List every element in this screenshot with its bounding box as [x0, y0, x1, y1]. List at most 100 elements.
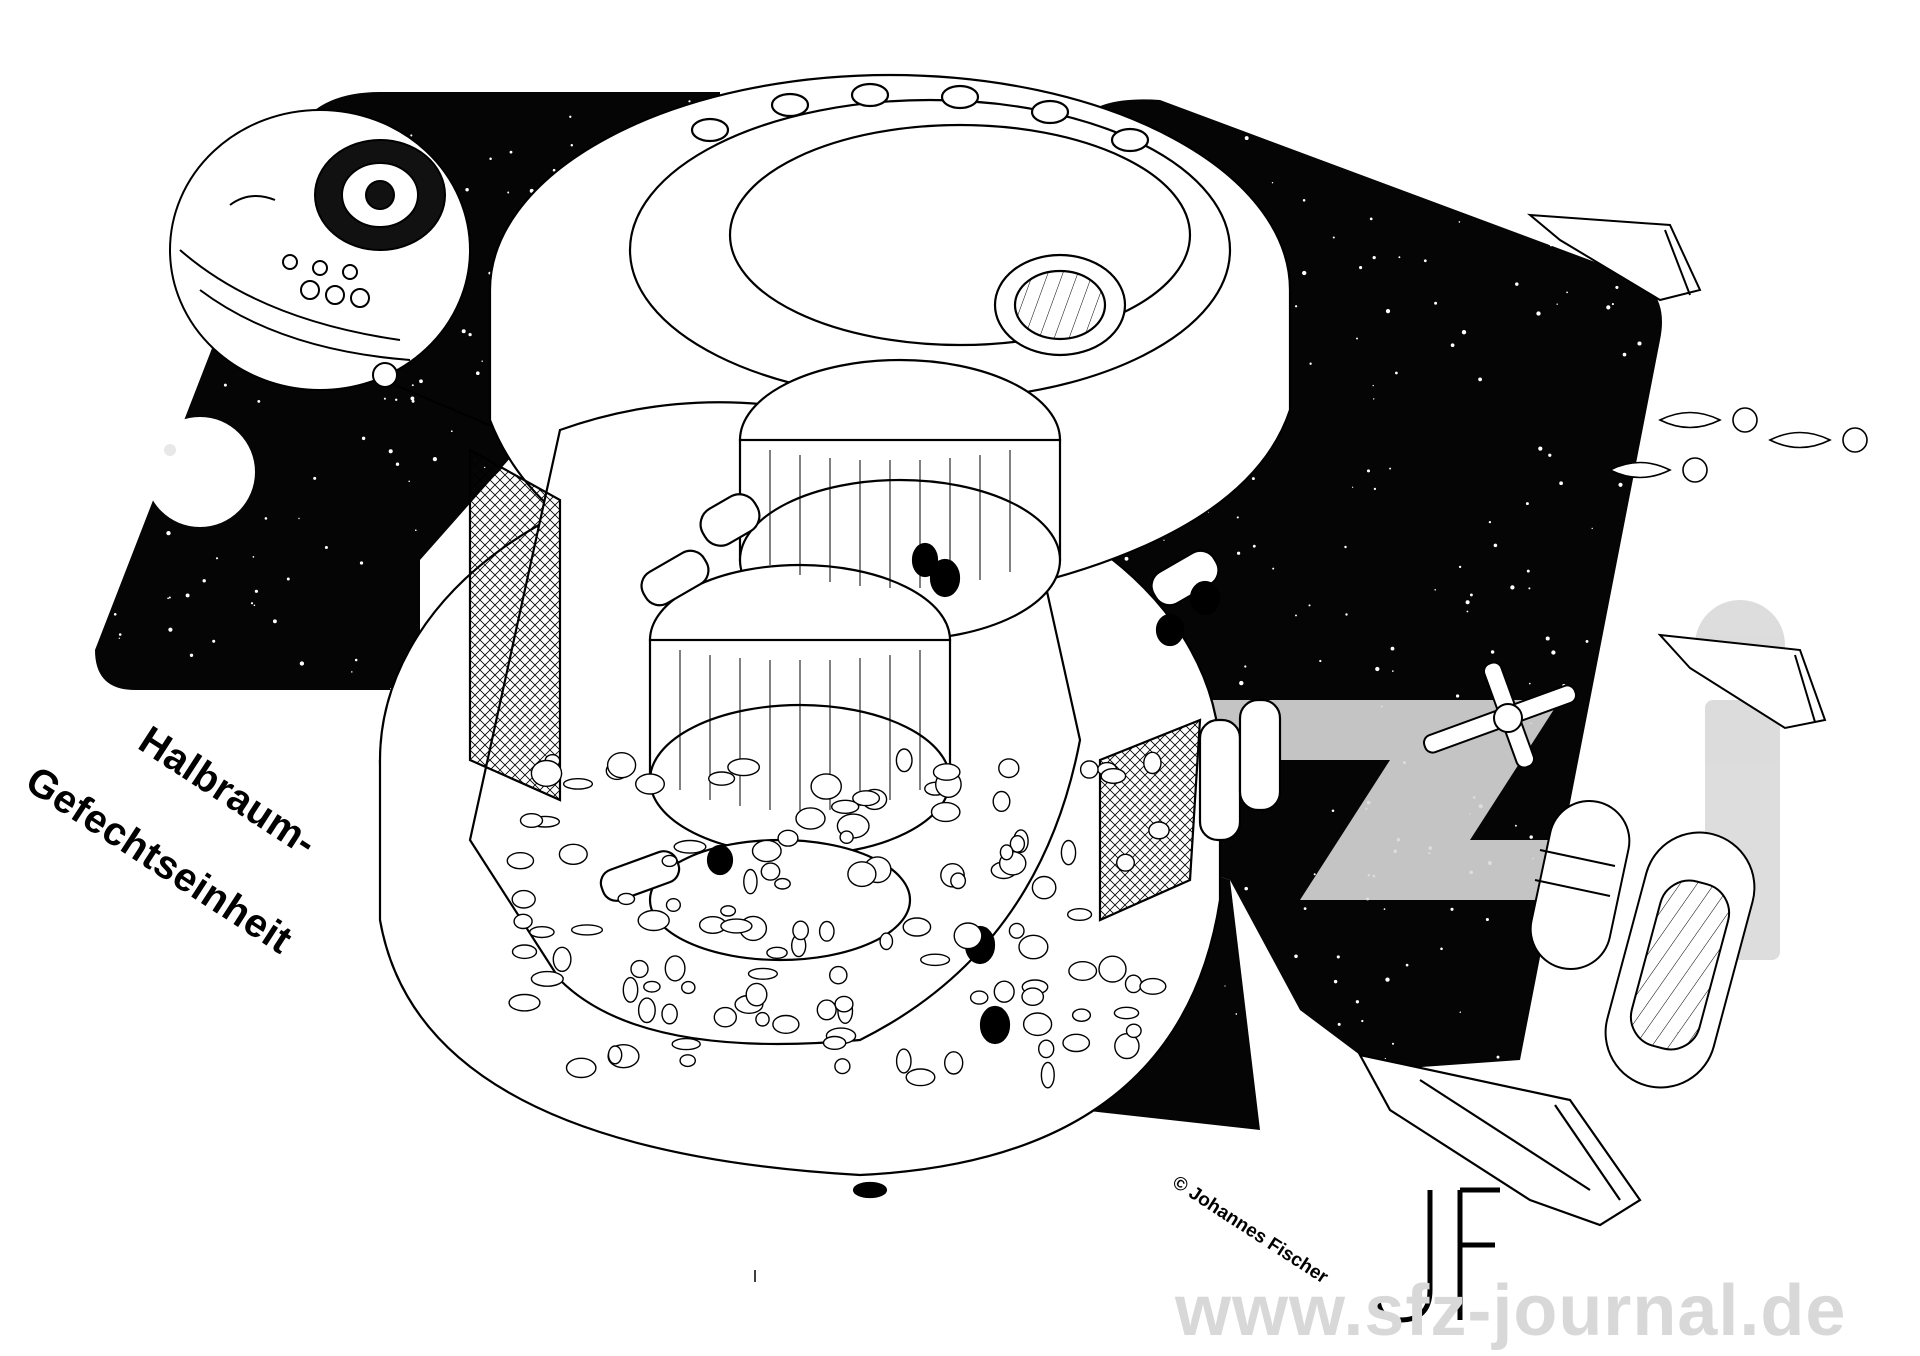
star — [1331, 809, 1335, 813]
machinery-part — [1115, 853, 1135, 872]
star — [1475, 174, 1480, 179]
star — [257, 399, 261, 403]
star — [1488, 520, 1492, 524]
star — [1272, 567, 1275, 570]
machinery-part — [772, 1014, 800, 1034]
star — [1391, 1042, 1395, 1045]
star — [210, 100, 214, 104]
star — [1616, 635, 1620, 638]
star — [1455, 694, 1460, 698]
star — [1302, 270, 1307, 276]
star — [1245, 954, 1249, 958]
star — [1398, 256, 1401, 259]
machinery-part — [661, 1003, 678, 1025]
star — [1244, 136, 1249, 141]
machinery-part — [673, 839, 707, 854]
star — [354, 658, 358, 662]
machinery-part — [720, 918, 753, 934]
star — [1244, 886, 1248, 891]
machinery-part — [681, 980, 696, 995]
star — [1236, 551, 1241, 555]
star — [158, 112, 162, 116]
star — [110, 763, 114, 767]
machinery-part — [747, 967, 778, 980]
cross-satellite — [1423, 661, 1577, 769]
star — [394, 398, 398, 402]
star — [1606, 305, 1611, 310]
star — [1585, 639, 1589, 643]
battle-unit-cutaway — [378, 73, 1292, 1199]
machinery-part — [1124, 974, 1143, 994]
machinery-part — [751, 839, 782, 863]
star — [254, 589, 259, 593]
star — [361, 436, 366, 441]
machinery-part — [852, 790, 881, 807]
star — [1556, 1055, 1561, 1060]
star — [570, 144, 574, 147]
star — [1575, 148, 1577, 151]
star — [419, 379, 423, 384]
drone-squadron — [1608, 407, 1868, 483]
star — [252, 556, 255, 558]
star — [223, 383, 227, 387]
star — [465, 187, 469, 192]
star — [1372, 384, 1374, 387]
star — [1458, 221, 1461, 223]
star — [194, 354, 199, 359]
machinery-part — [635, 773, 666, 795]
machinery-part — [511, 889, 536, 909]
machinery-part — [1037, 1039, 1055, 1059]
machinery-part — [831, 799, 860, 814]
machinery-part — [895, 748, 913, 773]
machinery-part — [1148, 821, 1170, 840]
star — [1591, 527, 1593, 530]
star — [1440, 947, 1443, 951]
wedge-fighter-large — [1357, 1053, 1642, 1227]
star — [1313, 873, 1316, 876]
machinery-part — [905, 1068, 936, 1087]
star — [199, 344, 202, 346]
cargo-pod — [1529, 799, 1631, 971]
star — [164, 402, 168, 406]
star — [1271, 182, 1274, 184]
star — [481, 360, 483, 363]
star — [359, 561, 364, 565]
star — [159, 145, 162, 148]
machinery-part — [1100, 768, 1127, 785]
star — [1611, 303, 1614, 306]
machinery-part — [760, 862, 781, 881]
star — [1389, 467, 1392, 470]
star — [1369, 128, 1371, 130]
star — [1345, 613, 1348, 616]
machinery-part — [777, 829, 799, 847]
machinery-part — [552, 946, 572, 972]
star — [1336, 955, 1340, 959]
star — [1478, 377, 1482, 382]
machinery-part — [795, 807, 826, 830]
machinery-part — [1021, 987, 1045, 1007]
star — [111, 520, 114, 523]
watermark-url: www.sfz-journal.de — [1175, 1271, 1847, 1351]
capsule-ship — [169, 109, 561, 456]
machinery-part — [755, 1011, 770, 1027]
machinery-part — [506, 852, 535, 870]
machinery-part — [530, 970, 564, 987]
machinery-part — [1125, 1023, 1142, 1039]
machinery-part — [847, 861, 877, 888]
star — [1650, 826, 1656, 831]
star — [1366, 469, 1371, 473]
star — [272, 619, 277, 624]
star — [1538, 446, 1543, 451]
star — [1385, 309, 1391, 314]
star — [1390, 646, 1395, 651]
star — [386, 691, 390, 695]
star — [202, 579, 206, 583]
machinery-part — [1079, 760, 1099, 779]
star — [1545, 636, 1550, 641]
star — [461, 329, 466, 334]
star — [168, 627, 173, 632]
machinery-part — [570, 924, 604, 936]
machinery-part — [902, 917, 932, 937]
star — [489, 157, 492, 160]
